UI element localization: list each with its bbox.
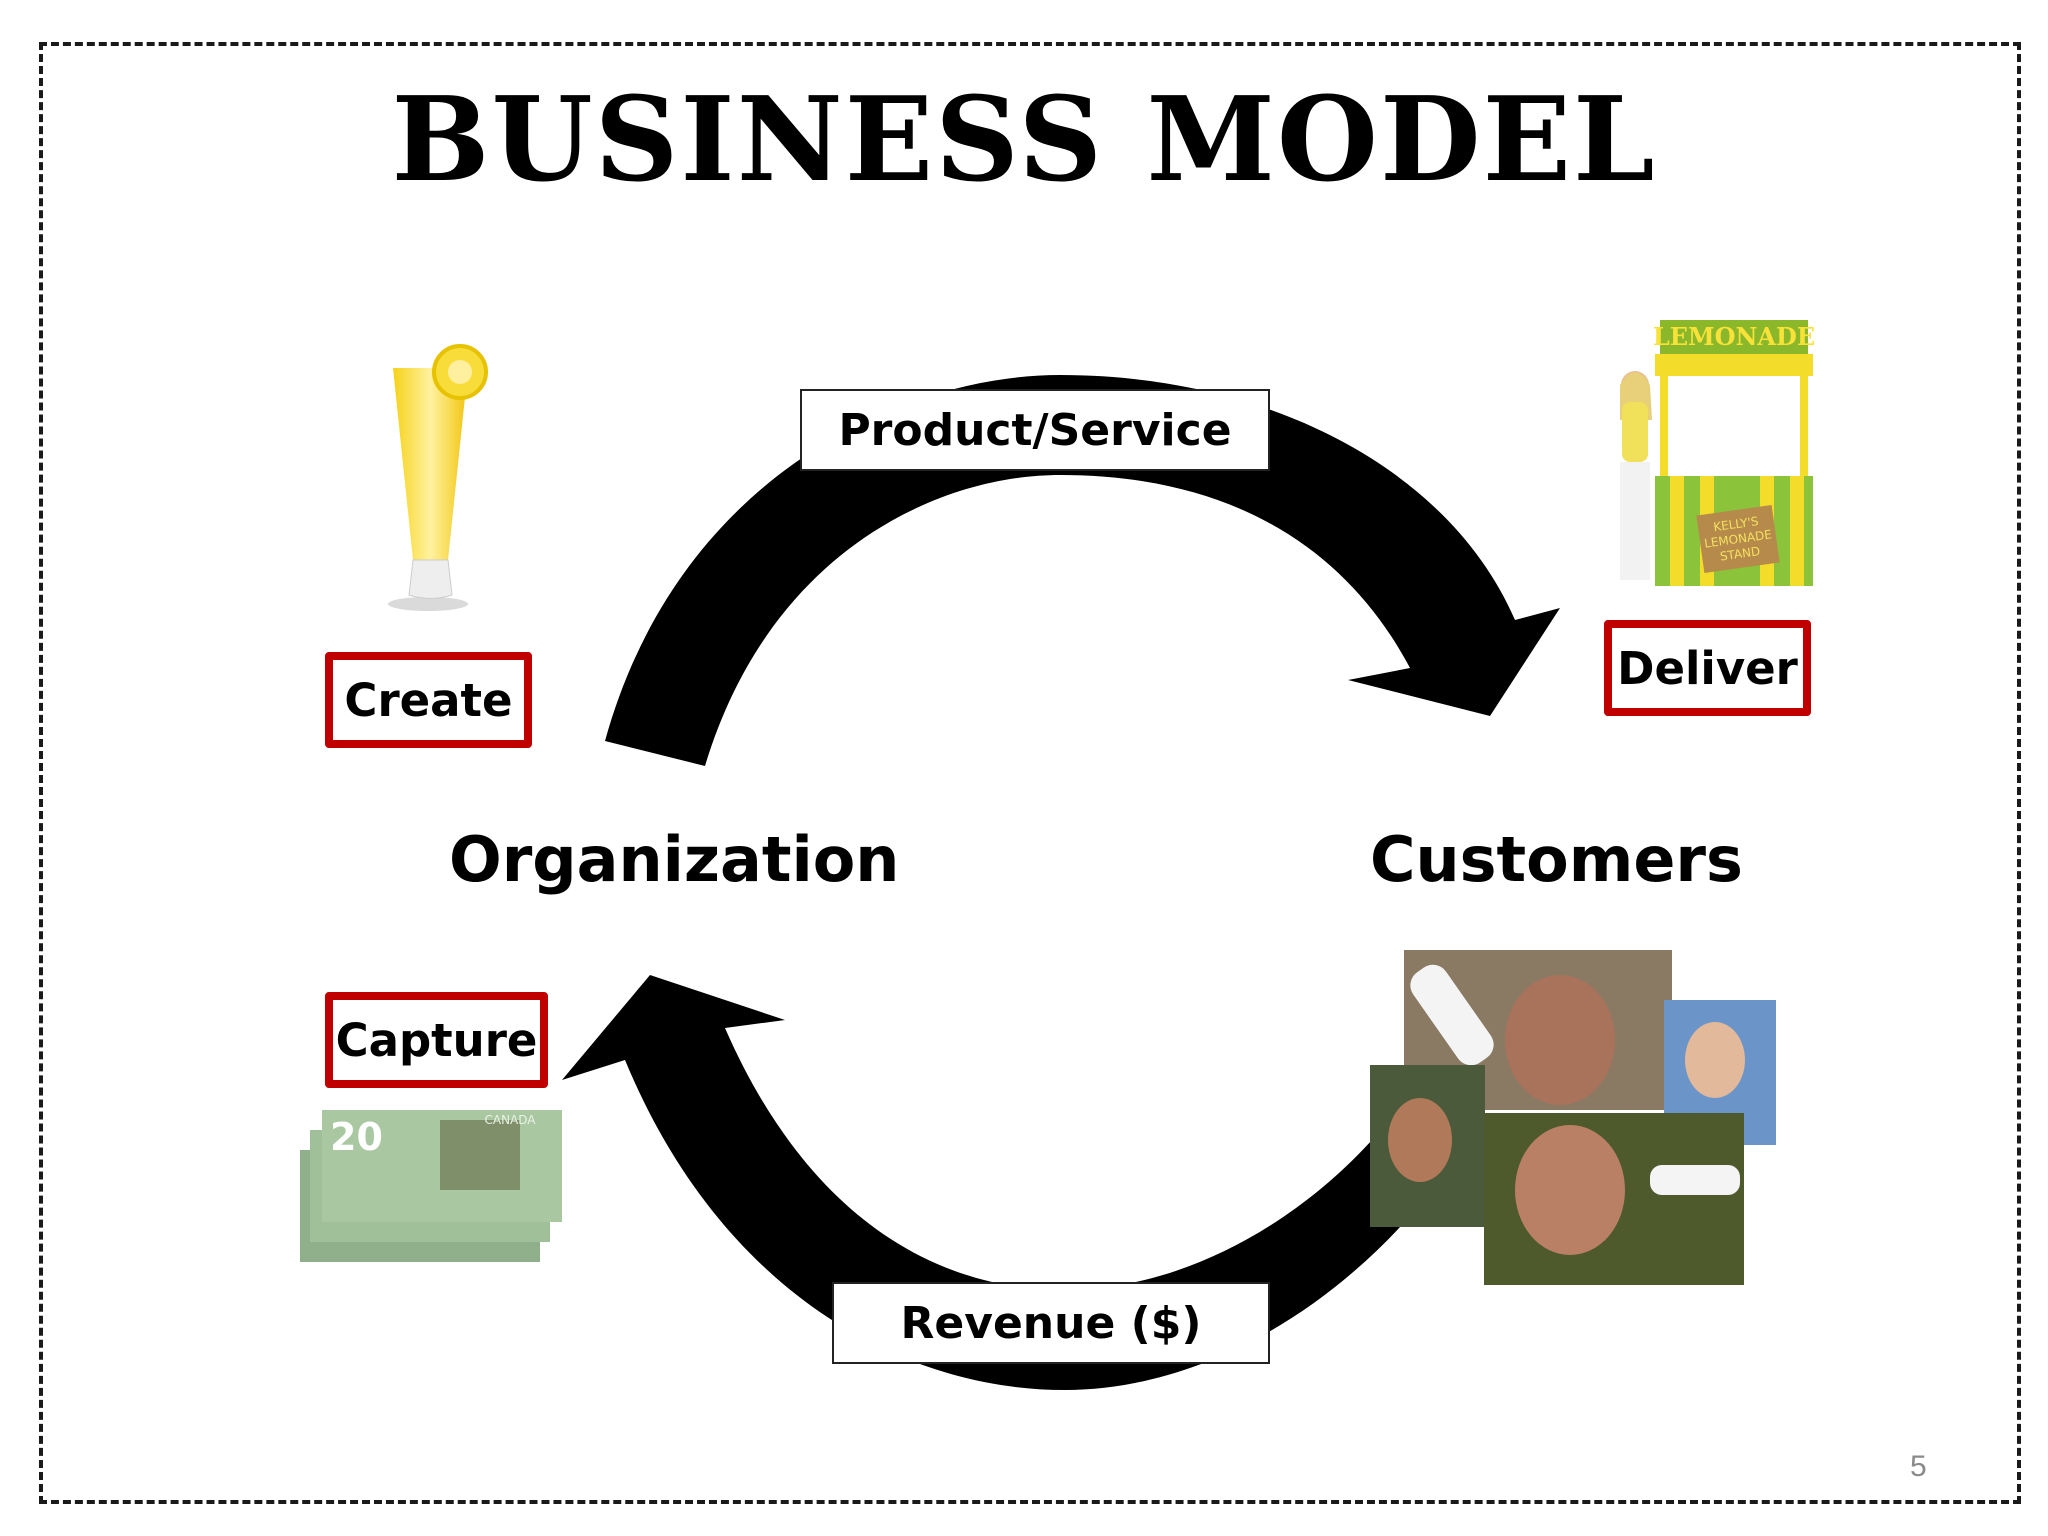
stand-post-right xyxy=(1800,376,1808,476)
glass-body xyxy=(393,368,468,560)
banknote-portrait xyxy=(440,1120,520,1190)
stand-board-line-1: KELLY'S xyxy=(1712,514,1759,534)
photo-woman-face xyxy=(1685,1022,1745,1098)
stand-sign xyxy=(1660,320,1808,354)
stand-board-line-3: STAND xyxy=(1719,544,1761,563)
slide-number: 5 xyxy=(1910,1450,1927,1483)
photo-bottle-2 xyxy=(1650,1165,1740,1195)
stand-stripe-4 xyxy=(1790,476,1804,586)
slide-title: BUSINESS MODEL xyxy=(391,72,1657,208)
photo-man-splash-face xyxy=(1388,1098,1452,1182)
banknote-country: CANADA xyxy=(484,1113,536,1127)
top-arc-arrow xyxy=(605,375,1560,766)
stand-sign-text: LEMONADE xyxy=(1653,322,1815,351)
banknote-value: 20 xyxy=(330,1115,383,1159)
create-box: Create xyxy=(325,652,532,748)
girl-top xyxy=(1622,402,1648,462)
stand-awning xyxy=(1655,354,1813,376)
slide-frame xyxy=(39,42,2021,1504)
revenue-label: Revenue ($) xyxy=(832,1282,1270,1364)
photo-young-man-face xyxy=(1515,1125,1625,1255)
product-service-label: Product/Service xyxy=(800,389,1270,471)
stand-board xyxy=(1696,504,1780,574)
lemon-slice-center xyxy=(448,360,472,384)
stand-stripe-1 xyxy=(1670,476,1684,586)
organization-label: Organization xyxy=(449,823,900,896)
deliver-box: Deliver xyxy=(1604,620,1811,716)
photo-bottle-1 xyxy=(1410,964,1494,1066)
customers-label: Customers xyxy=(1370,823,1743,896)
photo-man-face xyxy=(1505,975,1615,1105)
capture-box: Capture xyxy=(325,992,548,1088)
glass-shadow xyxy=(388,597,468,611)
glass-base xyxy=(408,559,453,599)
stand-post-left xyxy=(1660,376,1668,476)
girl-legs xyxy=(1620,462,1650,580)
